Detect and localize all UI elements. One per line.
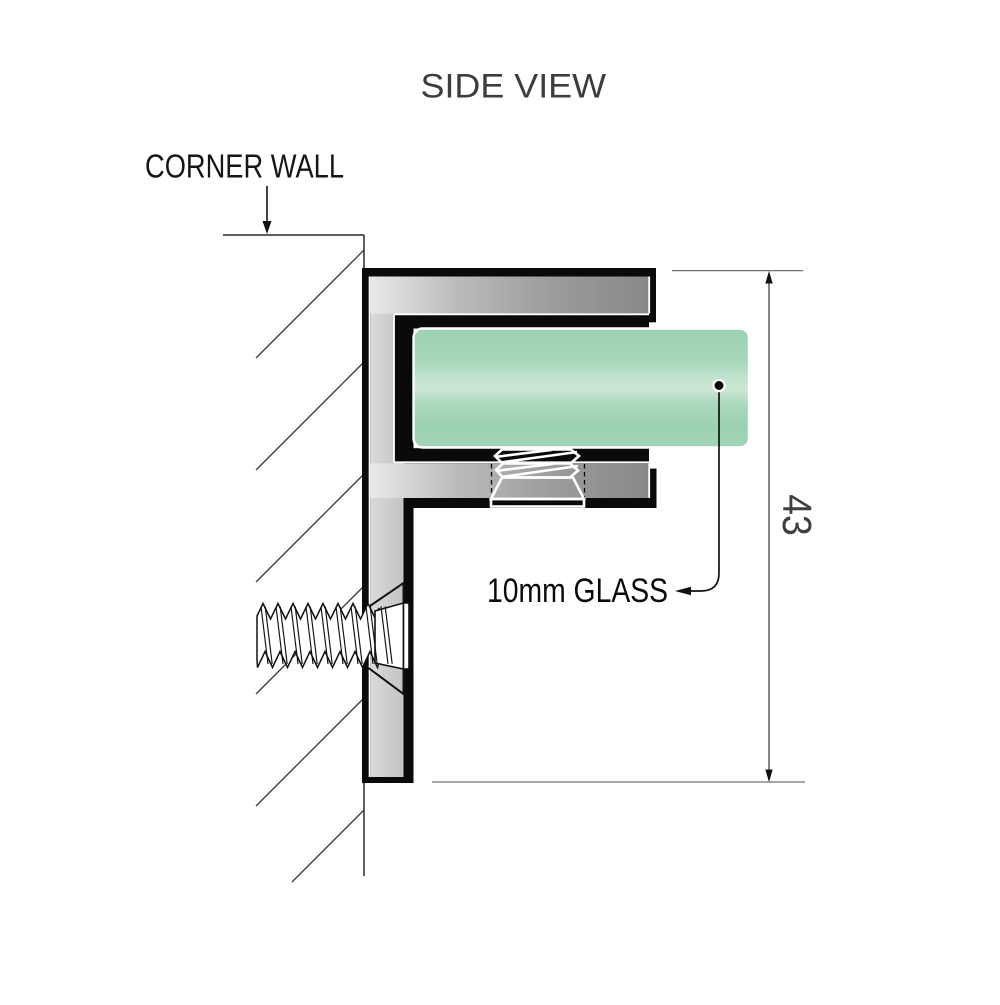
svg-text:CORNER WALL: CORNER WALL <box>145 149 344 186</box>
svg-text:43: 43 <box>774 494 820 536</box>
svg-text:10mm GLASS: 10mm GLASS <box>487 572 668 610</box>
svg-text:SIDE VIEW: SIDE VIEW <box>421 68 607 106</box>
